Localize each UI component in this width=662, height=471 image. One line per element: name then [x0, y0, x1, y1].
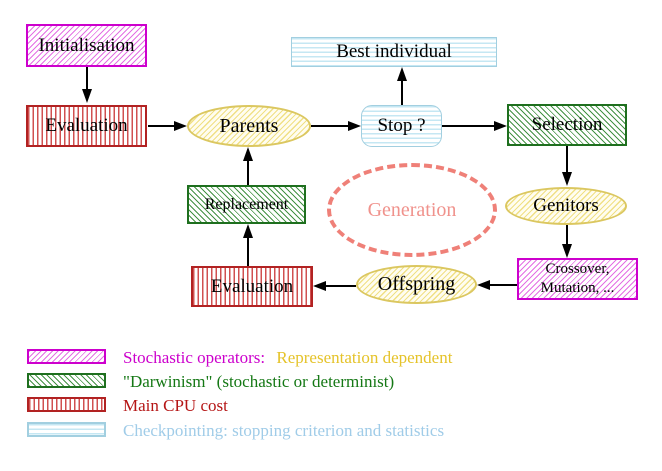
legend-text-main-cpu-cost: Main CPU cost [123, 396, 228, 415]
node-offspring: Offspring [356, 265, 477, 304]
node-replacement-label: Replacement [204, 195, 289, 213]
node-best-individual: Best individual [291, 37, 497, 67]
legend-label-main-cpu-cost: Main CPU cost [123, 396, 228, 415]
node-crossover-line2: Mutation, ... [540, 280, 615, 296]
legend-text-stochastic-operators: Stochastic operators: [123, 348, 266, 367]
legend-label-checkpointing: Checkpointing: stopping criterion and st… [123, 421, 444, 440]
legend-text-darwinism: "Darwinism" (stochastic or determinist) [123, 372, 395, 391]
arrow-replacement-to-parents-line [247, 161, 249, 185]
arrow-stop-to-selection-head [494, 121, 507, 131]
arrow-evaluation-to-replacement-head [243, 224, 253, 238]
node-parents-label: Parents [219, 114, 279, 137]
node-offspring-label: Offspring [377, 273, 456, 295]
arrow-initialisation-to-evaluation-line [86, 67, 88, 90]
node-selection-label: Selection [531, 114, 603, 135]
arrow-replacement-to-parents-head [243, 147, 253, 161]
arrow-parents-to-stop-line [311, 125, 349, 127]
arrow-selection-to-genitors-line [566, 146, 568, 173]
arrow-genitors-to-crossover-line [566, 225, 568, 245]
node-evaluation-top: Evaluation [26, 105, 147, 147]
arrow-genitors-to-crossover-head [562, 244, 572, 258]
node-replacement: Replacement [187, 185, 306, 224]
legend-swatch-main-cpu-cost [27, 397, 106, 412]
arrow-crossover-to-offspring-line [490, 284, 517, 286]
legend-swatch-darwinism [27, 373, 106, 388]
node-parents: Parents [187, 105, 311, 147]
legend-swatch-stochastic-operators [27, 349, 106, 364]
arrow-stop-to-selection-line [442, 125, 495, 127]
arrow-stop-to-best-individual-head [397, 67, 407, 81]
node-genitors: Genitors [505, 187, 627, 225]
arrow-parents-to-stop-head [348, 121, 361, 131]
node-generation: Generation [327, 163, 497, 257]
legend-text-checkpointing: Checkpointing: stopping criterion and st… [123, 421, 445, 440]
legend-swatch-checkpointing [27, 422, 106, 437]
node-crossover-line1: Crossover, [545, 261, 610, 278]
node-initialisation-label: Initialisation [38, 34, 135, 56]
node-evaluation-bottom: Evaluation [191, 266, 313, 307]
arrow-offspring-to-evaluation-line [326, 285, 356, 287]
node-genitors-label: Genitors [533, 195, 599, 216]
arrow-evaluation-to-replacement-line [247, 238, 249, 266]
arrow-initialisation-to-evaluation-head [82, 89, 92, 103]
legend-label-stochastic-operators: Stochastic operators: Representation dep… [123, 348, 452, 367]
node-crossover-mutation: Crossover, Mutation, ... [517, 258, 638, 300]
node-initialisation: Initialisation [26, 24, 147, 67]
arrow-offspring-to-evaluation-head [313, 281, 326, 291]
arrow-selection-to-genitors-head [562, 172, 572, 186]
arrow-evaluation-to-parents-line [148, 125, 175, 127]
legend-label-darwinism: "Darwinism" (stochastic or determinist) [123, 372, 394, 391]
arrow-evaluation-to-parents-head [174, 121, 187, 131]
legend-text-representation-dependent: Representation dependent [276, 348, 453, 367]
arrow-stop-to-best-individual-line [401, 81, 403, 105]
node-generation-label: Generation [367, 198, 457, 221]
node-stop-label: Stop ? [377, 115, 426, 136]
node-selection: Selection [507, 104, 627, 146]
node-stop: Stop ? [361, 105, 442, 147]
node-evaluation-bottom-label: Evaluation [210, 275, 294, 297]
arrow-crossover-to-offspring-head [477, 280, 490, 290]
node-best-individual-label: Best individual [336, 41, 452, 62]
node-evaluation-top-label: Evaluation [45, 115, 128, 136]
